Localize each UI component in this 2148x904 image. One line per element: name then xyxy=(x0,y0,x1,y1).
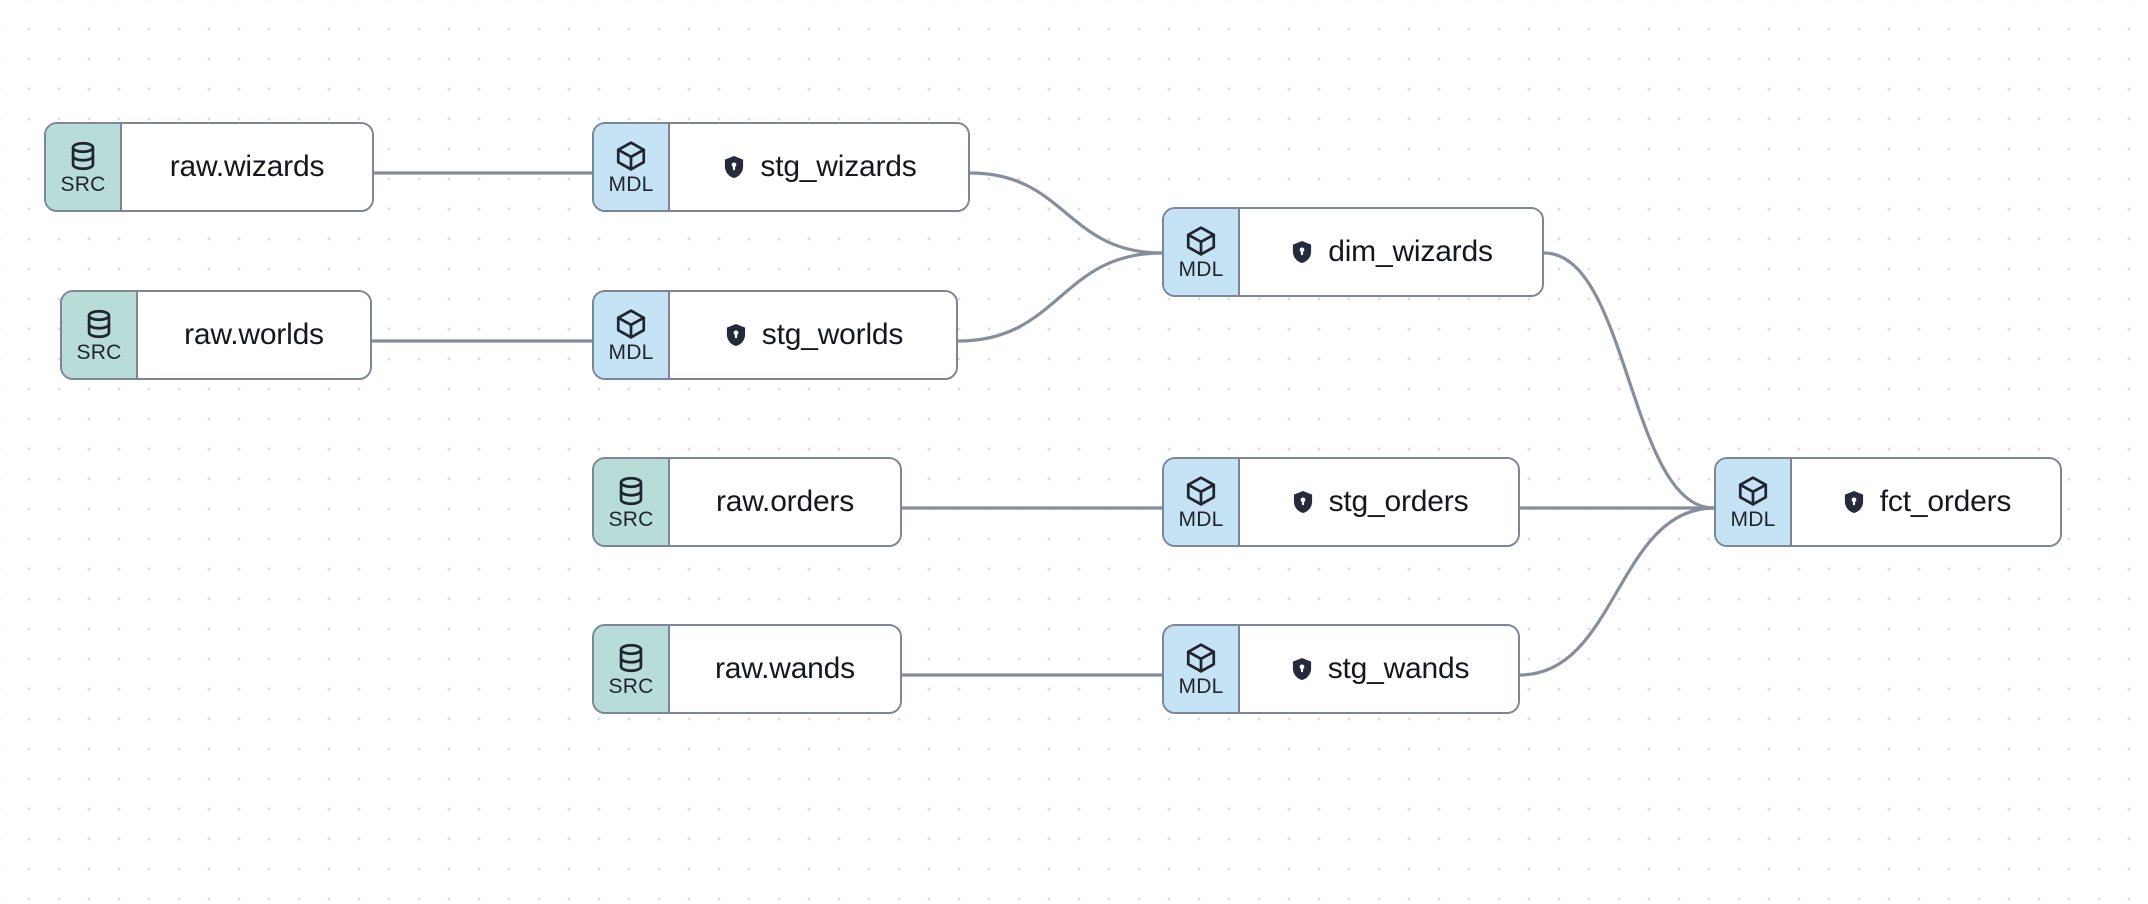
node-body: stg_wands xyxy=(1240,626,1518,712)
node-label: raw.wizards xyxy=(169,150,325,183)
shield-lock-icon xyxy=(1289,239,1315,265)
node-body: stg_wizards xyxy=(670,124,968,210)
cube-icon xyxy=(1184,474,1218,508)
node-body: raw.wands xyxy=(670,626,900,712)
edge-stg_wizards-to-dim_wizards xyxy=(968,171,1164,255)
node-label: stg_orders xyxy=(1328,485,1469,518)
node-kind-badge: MDL xyxy=(594,292,670,378)
edge-stg_worlds-to-dim_wizards xyxy=(956,251,1164,343)
node-kind-label: MDL xyxy=(1178,258,1224,281)
database-icon xyxy=(614,641,648,675)
node-raw_orders[interactable]: SRC raw.orders xyxy=(592,457,902,547)
node-kind-badge: SRC xyxy=(594,459,670,545)
node-stg_worlds[interactable]: MDL stg_worlds xyxy=(592,290,958,380)
node-kind-label: MDL xyxy=(608,173,654,196)
node-kind-badge: MDL xyxy=(1164,209,1240,295)
node-label: dim_wizards xyxy=(1328,235,1493,268)
node-stg_wizards[interactable]: MDL stg_wizards xyxy=(592,122,970,212)
node-kind-label: SRC xyxy=(608,675,654,698)
node-label: fct_orders xyxy=(1879,485,2012,518)
node-body: dim_wizards xyxy=(1240,209,1542,295)
node-kind-label: MDL xyxy=(1730,508,1776,531)
node-body: stg_orders xyxy=(1240,459,1518,545)
node-stg_wands[interactable]: MDL stg_wands xyxy=(1162,624,1520,714)
node-kind-label: MDL xyxy=(1178,508,1224,531)
node-label: stg_wands xyxy=(1327,652,1470,685)
node-label: stg_wizards xyxy=(760,150,917,183)
node-raw_wizards[interactable]: SRC raw.wizards xyxy=(44,122,374,212)
node-kind-badge: MDL xyxy=(1164,459,1240,545)
shield-lock-icon xyxy=(1841,489,1867,515)
edge-dim_wizards-to-fct_orders xyxy=(1542,251,1716,510)
shield-lock-icon xyxy=(1290,489,1316,515)
edge-stg_wands-to-fct_orders xyxy=(1518,506,1716,677)
node-kind-label: MDL xyxy=(1178,675,1224,698)
cube-icon xyxy=(614,139,648,173)
node-fct_orders[interactable]: MDL fct_orders xyxy=(1714,457,2062,547)
node-raw_wands[interactable]: SRC raw.wands xyxy=(592,624,902,714)
node-body: raw.orders xyxy=(670,459,900,545)
node-kind-badge: SRC xyxy=(594,626,670,712)
node-stg_orders[interactable]: MDL stg_orders xyxy=(1162,457,1520,547)
node-body: stg_worlds xyxy=(670,292,956,378)
cube-icon xyxy=(614,307,648,341)
node-kind-label: SRC xyxy=(76,341,122,364)
node-body: raw.worlds xyxy=(138,292,370,378)
node-kind-label: MDL xyxy=(608,341,654,364)
node-kind-label: SRC xyxy=(608,508,654,531)
node-kind-badge: SRC xyxy=(46,124,122,210)
cube-icon xyxy=(1736,474,1770,508)
shield-lock-icon xyxy=(721,154,747,180)
node-body: fct_orders xyxy=(1792,459,2060,545)
database-icon xyxy=(82,307,116,341)
node-label: raw.wands xyxy=(715,652,855,685)
shield-lock-icon xyxy=(723,322,749,348)
node-kind-badge: MDL xyxy=(594,124,670,210)
node-label: raw.worlds xyxy=(184,318,324,351)
cube-icon xyxy=(1184,641,1218,675)
node-kind-badge: MDL xyxy=(1164,626,1240,712)
shield-lock-icon xyxy=(1289,656,1315,682)
node-body: raw.wizards xyxy=(122,124,372,210)
node-raw_worlds[interactable]: SRC raw.worlds xyxy=(60,290,372,380)
cube-icon xyxy=(1184,224,1218,258)
node-label: raw.orders xyxy=(715,485,855,518)
node-kind-label: SRC xyxy=(60,173,106,196)
database-icon xyxy=(66,139,100,173)
node-kind-badge: SRC xyxy=(62,292,138,378)
node-label: stg_worlds xyxy=(761,318,904,351)
node-dim_wizards[interactable]: MDL dim_wizards xyxy=(1162,207,1544,297)
node-kind-badge: MDL xyxy=(1716,459,1792,545)
database-icon xyxy=(614,474,648,508)
